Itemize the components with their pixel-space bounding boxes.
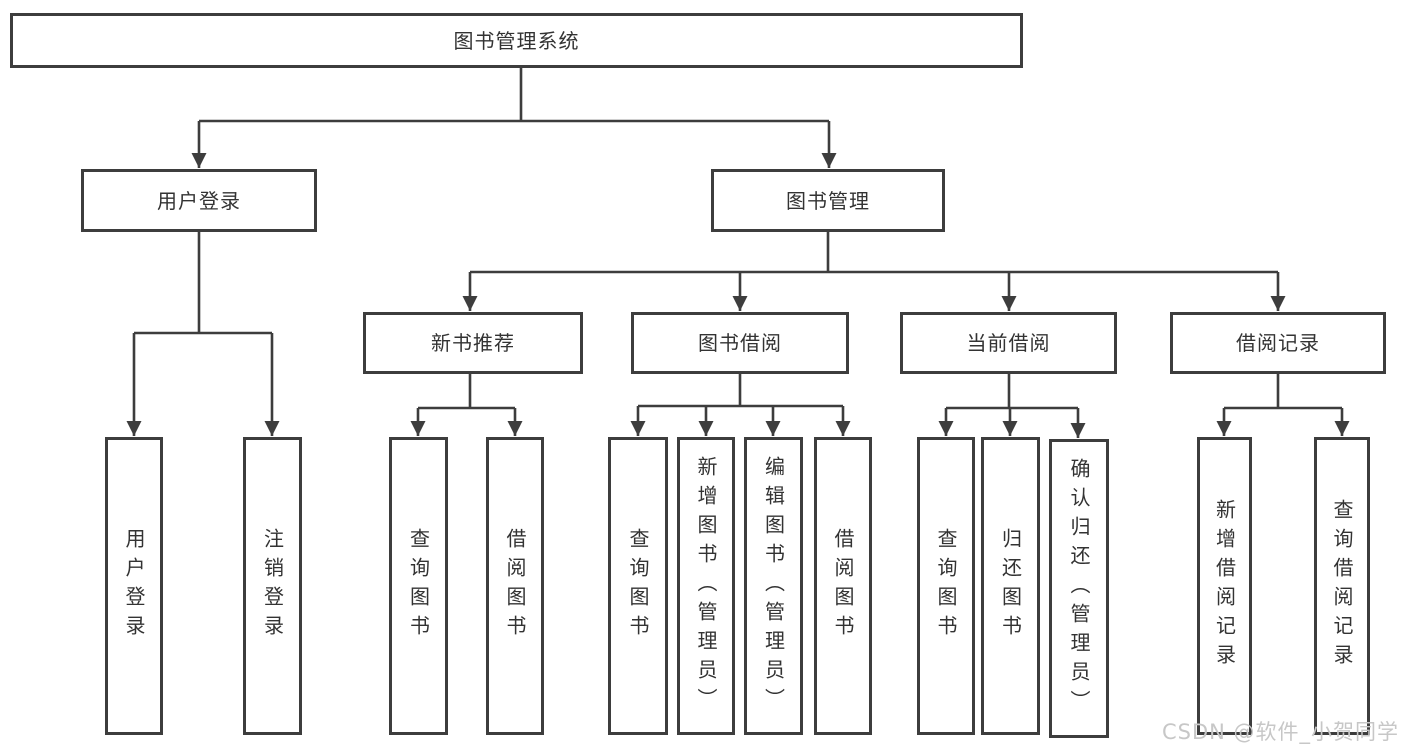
node-new-book-recommend: 新书推荐 xyxy=(363,312,583,374)
node-label: 用户登录 xyxy=(157,188,241,213)
leaf-confirm-return-admin: 确认归还（管理员） xyxy=(1049,439,1109,738)
node-label: 借阅图书 xyxy=(503,528,527,644)
node-label: 查询借阅记录 xyxy=(1330,499,1354,673)
node-label: 归还图书 xyxy=(998,528,1023,644)
csdn-watermark: CSDN @软件_小贺同学 xyxy=(1162,720,1400,744)
node-book-management: 图书管理 xyxy=(711,169,945,232)
node-label: 查询图书 xyxy=(626,528,650,644)
leaf-add-borrow-record: 新增借阅记录 xyxy=(1197,437,1252,735)
node-label: 编辑图书（管理员） xyxy=(761,455,786,717)
node-label: 图书管理系统 xyxy=(453,28,580,53)
node-label: 新书推荐 xyxy=(431,331,515,355)
leaf-borrow-books: 借阅图书 xyxy=(814,437,872,735)
node-label: 查询图书 xyxy=(934,528,958,644)
leaf-return-books: 归还图书 xyxy=(981,437,1040,735)
node-label: 新增借阅记录 xyxy=(1212,499,1237,673)
node-borrowing-records: 借阅记录 xyxy=(1170,312,1386,374)
node-label: 图书借阅 xyxy=(698,331,782,355)
node-library-system-root: 图书管理系统 xyxy=(10,13,1023,68)
node-label: 查询图书 xyxy=(406,528,431,644)
node-label: 注销登录 xyxy=(260,528,285,644)
node-label: 借阅图书 xyxy=(831,528,855,644)
node-current-borrowing: 当前借阅 xyxy=(900,312,1117,374)
node-label: 确认归还（管理员） xyxy=(1067,458,1091,719)
leaf-add-books-admin: 新增图书（管理员） xyxy=(677,437,735,735)
node-label: 图书管理 xyxy=(786,188,870,213)
leaf-user-login: 用户登录 xyxy=(105,437,163,735)
node-label: 新增图书（管理员） xyxy=(694,455,718,717)
node-label: 用户登录 xyxy=(122,528,146,644)
leaf-logout: 注销登录 xyxy=(243,437,302,735)
node-book-borrowing: 图书借阅 xyxy=(631,312,849,374)
leaf-edit-books-admin: 编辑图书（管理员） xyxy=(744,437,803,735)
leaf-query-borrow-record: 查询借阅记录 xyxy=(1314,437,1370,735)
leaf-query-books-current: 查询图书 xyxy=(917,437,975,735)
leaf-query-books-recommend: 查询图书 xyxy=(389,437,448,735)
leaf-borrow-books-recommend: 借阅图书 xyxy=(486,437,544,735)
node-user-login-module: 用户登录 xyxy=(81,169,317,232)
node-label: 借阅记录 xyxy=(1236,331,1320,355)
leaf-query-books-borrow: 查询图书 xyxy=(608,437,668,735)
node-label: 当前借阅 xyxy=(966,331,1051,355)
